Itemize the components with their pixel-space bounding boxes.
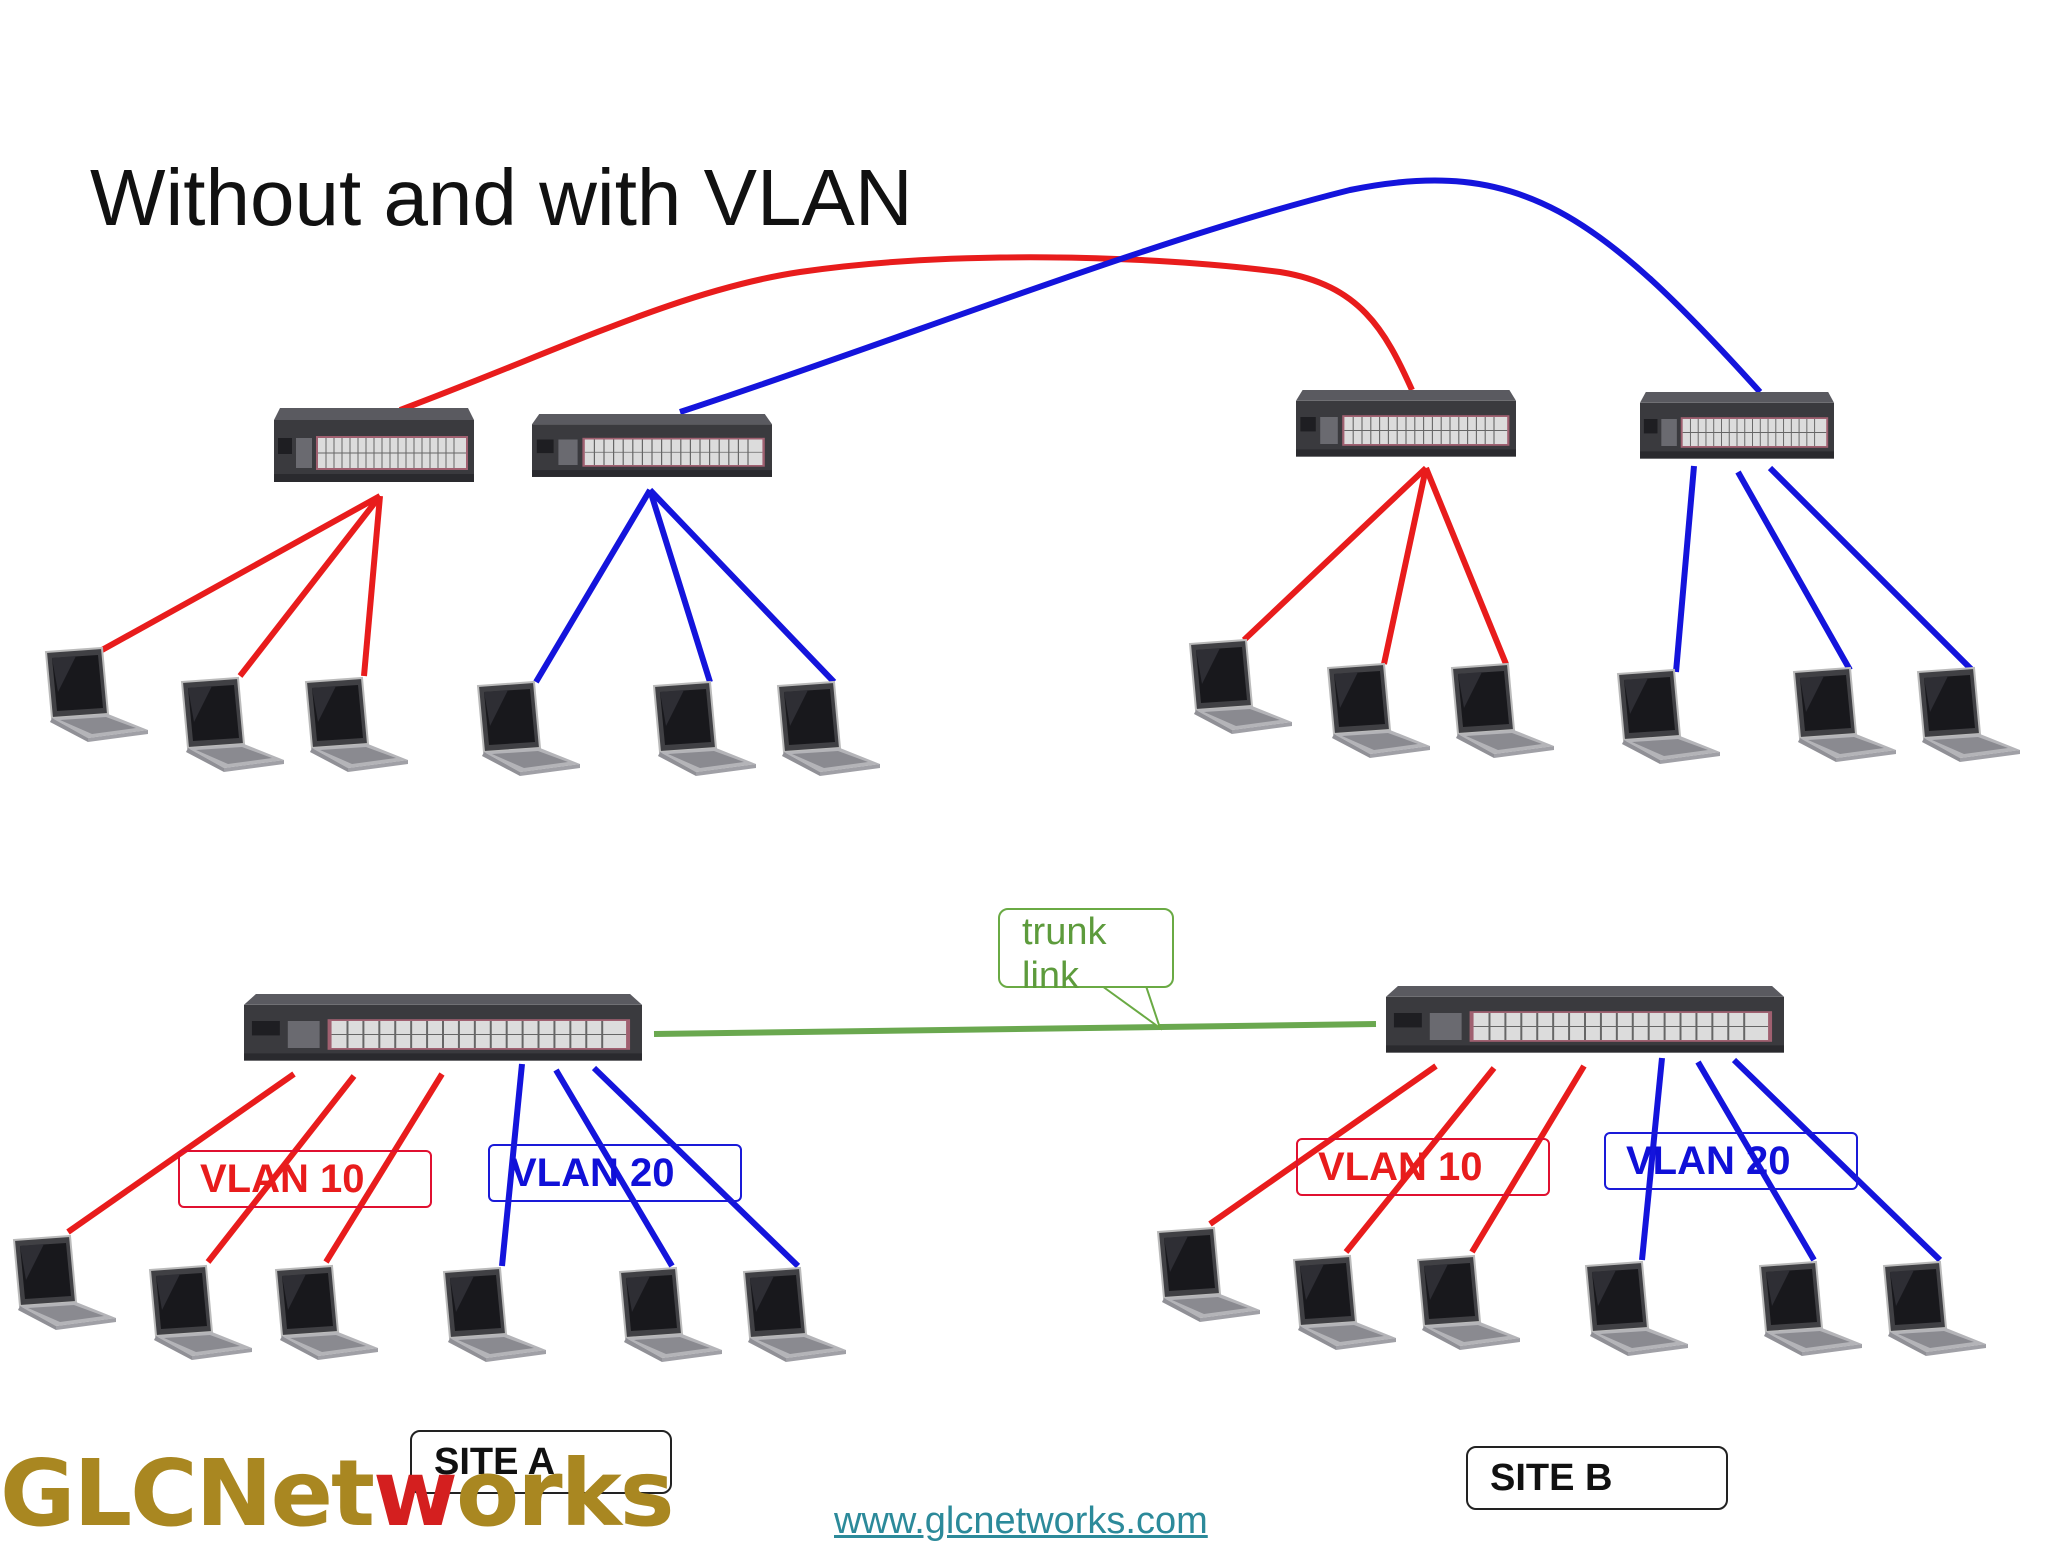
callout-line-2: link: [1022, 955, 1080, 997]
network-switch-icon: [1639, 391, 1835, 460]
network-switch-icon: [531, 413, 773, 478]
site-a-vlan20-label: VLAN 20: [488, 1144, 742, 1202]
blue-intersite-cable: [679, 177, 1763, 415]
laptop-icon: [13, 1235, 117, 1331]
laptop-icon: [1793, 667, 1897, 763]
laptop-icon: [181, 677, 285, 773]
page-title: Without and with VLAN: [90, 153, 913, 242]
laptop-icon: [1189, 639, 1293, 735]
top-site-a-red-links: [100, 493, 383, 678]
laptop-icon: [1883, 1261, 1987, 1357]
site-a-label: SITE A: [410, 1430, 672, 1494]
laptop-icon: [653, 681, 757, 777]
network-switch-icon: [273, 407, 475, 483]
logo-text-1: GLCNet: [0, 1440, 375, 1547]
bottom-site-a-blue-links: [499, 1063, 801, 1269]
trunk-link-line: [653, 1021, 1377, 1037]
laptop-icon: [1327, 663, 1431, 759]
site-b-vlan10-label: VLAN 10: [1296, 1138, 1550, 1196]
laptop-icon: [1417, 1255, 1521, 1351]
red-intersite-cable: [398, 254, 1415, 413]
site-a-vlan10-label: VLAN 10: [178, 1150, 432, 1208]
laptop-icon: [149, 1265, 253, 1361]
site-b-label: SITE B: [1466, 1446, 1728, 1510]
laptop-icon: [619, 1267, 723, 1363]
laptop-icon: [275, 1265, 379, 1361]
network-switch-icon: [243, 993, 643, 1062]
bottom-site-b-blue-links: [1639, 1057, 1943, 1263]
website-link[interactable]: www.glcnetworks.com: [834, 1500, 1208, 1542]
laptop-icon: [1451, 663, 1555, 759]
network-switch-icon: [1295, 389, 1517, 458]
callout-line-1: trunk: [1022, 911, 1107, 953]
laptop-icon: [1293, 1255, 1397, 1351]
laptop-icon: [1617, 669, 1721, 765]
network-switch-icon: [1385, 985, 1785, 1054]
trunk-link-callout: trunk link: [998, 908, 1174, 997]
laptop-icon: [1759, 1261, 1863, 1357]
top-site-b-blue-links: [1673, 465, 1975, 673]
site-b-vlan20-label: VLAN 20: [1604, 1132, 1858, 1190]
glcnetworks-logo: GLCNetworks: [0, 1448, 675, 1540]
top-site-a-blue-links: [533, 487, 837, 685]
bottom-site-b-red-links: [1208, 1063, 1587, 1254]
laptop-icon: [305, 677, 409, 773]
laptop-icon: [45, 647, 149, 743]
logo-text-2: w: [373, 1440, 458, 1547]
laptop-icon: [443, 1267, 547, 1363]
laptop-icon: [1917, 667, 2021, 763]
logo-text-3: orks: [456, 1440, 675, 1547]
laptop-icon: [743, 1267, 847, 1363]
laptop-icon: [1157, 1227, 1261, 1323]
laptop-icon: [777, 681, 881, 777]
laptop-icon: [1585, 1261, 1689, 1357]
laptop-icon: [477, 681, 581, 777]
top-site-b-red-links: [1241, 465, 1509, 666]
